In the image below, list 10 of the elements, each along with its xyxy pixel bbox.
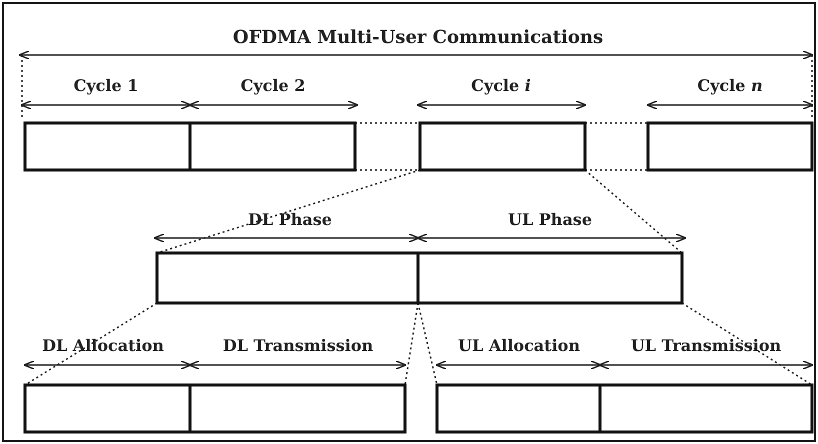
phase-label: DL Transmission	[222, 336, 374, 356]
phase-label: UL Phase	[508, 210, 592, 230]
phase-label: UL Transmission	[630, 336, 782, 356]
diagram-heading: OFDMA Multi-User Communications	[232, 28, 604, 48]
segment-label: Cycle 2	[240, 76, 306, 96]
segment-label: Cycle n	[697, 76, 763, 96]
segment-label: Cycle 1	[74, 76, 138, 96]
phase-label: DL Allocation	[42, 336, 164, 356]
phase-label: UL Allocation	[458, 336, 580, 356]
segment-label: Cycle i	[471, 76, 531, 96]
